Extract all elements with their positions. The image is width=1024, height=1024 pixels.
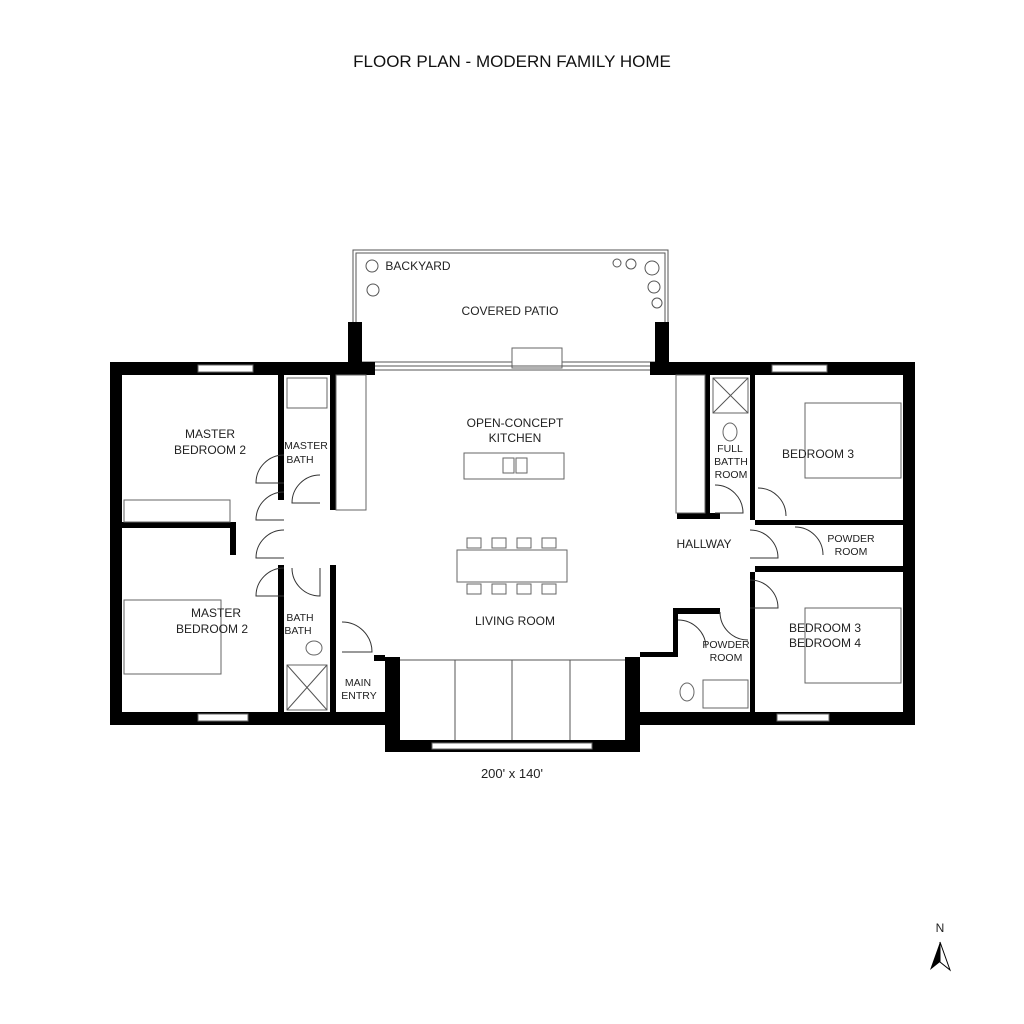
kitchen-label-1: OPEN-CONCEPT — [467, 416, 564, 430]
kitchen-counter — [335, 374, 706, 514]
main-entry-label-1: MAIN — [345, 677, 371, 689]
full-bath-label-2: BATTH — [714, 456, 748, 468]
master-bath-label-2: BATH — [286, 454, 313, 466]
kitchen-island — [463, 452, 565, 480]
sliding-doors — [400, 659, 625, 740]
powder-room-right-label-1: POWDER — [827, 533, 875, 545]
bedroom-4-label-1: BEDROOM 3 — [789, 621, 861, 635]
master-bedroom-top-label-1: MASTER — [185, 427, 235, 441]
powder-room-lower-label-2: ROOM — [710, 652, 743, 664]
plan-title: FLOOR PLAN - MODERN FAMILY HOME — [353, 52, 671, 71]
bedroom-4-label-2: BEDROOM 4 — [789, 636, 861, 650]
dining-table — [456, 537, 568, 595]
master-bedroom-bottom-label-2: BEDROOM 2 — [176, 622, 248, 636]
bath-fixtures — [123, 377, 749, 711]
compass-label: N — [936, 921, 945, 935]
door-swings — [255, 454, 824, 653]
powder-room-lower-label-1: POWDER — [702, 639, 750, 651]
north-arrow-icon — [930, 941, 952, 972]
bath-label-1: BATH — [286, 612, 313, 624]
backyard-label: BACKYARD — [385, 259, 450, 273]
master-bath-label-1: MASTER — [284, 440, 328, 452]
covered-patio-area — [352, 249, 669, 371]
windows — [197, 364, 830, 750]
walls — [110, 322, 915, 752]
kitchen-label-2: KITCHEN — [489, 431, 542, 445]
bath-label-2: BATH — [284, 625, 311, 637]
bed-icon — [123, 402, 902, 684]
dimensions-label: 200' x 140' — [481, 766, 543, 781]
living-room-label: LIVING ROOM — [475, 614, 555, 628]
bedroom-3-label: BEDROOM 3 — [782, 447, 854, 461]
main-entry-label-2: ENTRY — [341, 690, 376, 702]
full-bath-label-1: FULL — [717, 443, 743, 455]
full-bath-label-3: ROOM — [715, 469, 748, 481]
powder-room-right-label-2: ROOM — [835, 546, 868, 558]
master-bedroom-bottom-label-1: MASTER — [191, 606, 241, 620]
tree-icon — [365, 258, 663, 309]
master-bedroom-top-label-2: BEDROOM 2 — [174, 443, 246, 457]
hallway-label: HALLWAY — [676, 537, 731, 551]
covered-patio-label: COVERED PATIO — [462, 304, 559, 318]
